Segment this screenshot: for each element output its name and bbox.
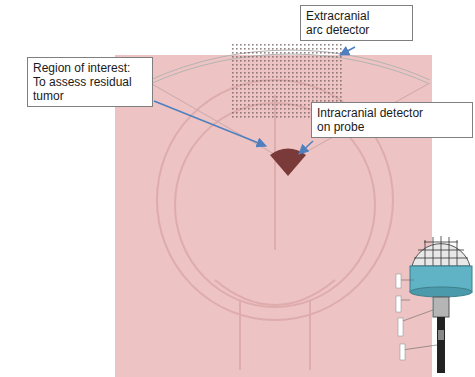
callout-text: Extracranial arc detector: [306, 9, 388, 37]
callout-text: Intracranial detector on probe: [317, 106, 437, 134]
probe-illustration: [396, 236, 472, 373]
callout-text: Region of interest: To assess residual t…: [33, 61, 145, 103]
callout-box: Intracranial detector on probe: [311, 102, 473, 138]
callout-box: Extracranial arc detector: [300, 5, 413, 41]
callout-box: Region of interest: To assess residual t…: [27, 57, 153, 107]
